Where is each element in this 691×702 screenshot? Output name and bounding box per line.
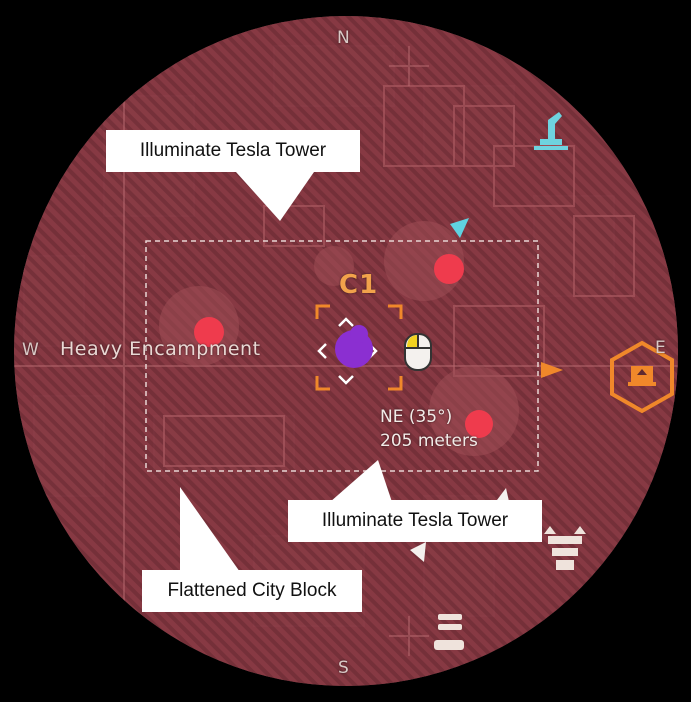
enemy-marker — [434, 254, 464, 284]
compass-south: S — [338, 658, 349, 678]
ammo-icon — [434, 614, 464, 650]
zone-label: Heavy Encampment — [60, 338, 261, 360]
waypoint-arrow-icon — [541, 362, 563, 378]
callout-top: Illuminate Tesla Tower — [106, 130, 360, 172]
enemy-marker — [465, 410, 493, 438]
compass-west: W — [22, 340, 39, 360]
player-reticle — [315, 304, 403, 391]
guard-icon — [544, 526, 586, 570]
compass-east: E — [655, 338, 666, 358]
tower-icon — [534, 112, 568, 150]
waypoint-direction: NE (35°) — [380, 407, 453, 427]
enemy-markers — [194, 254, 493, 438]
callout-bottom-left: Flattened City Block — [142, 570, 362, 612]
sector-label: C1 — [339, 270, 379, 300]
mouse-icon — [404, 333, 432, 371]
compass-north: N — [337, 28, 350, 48]
objective-hexagon-icon — [610, 340, 674, 414]
callout-right: Illuminate Tesla Tower — [288, 500, 542, 542]
selection-region — [145, 240, 539, 472]
enemy-marker — [194, 317, 224, 347]
waypoint-distance: 205 meters — [380, 431, 478, 451]
ally-triangle-icon — [410, 542, 426, 562]
ally-arrow-icon — [450, 218, 469, 238]
